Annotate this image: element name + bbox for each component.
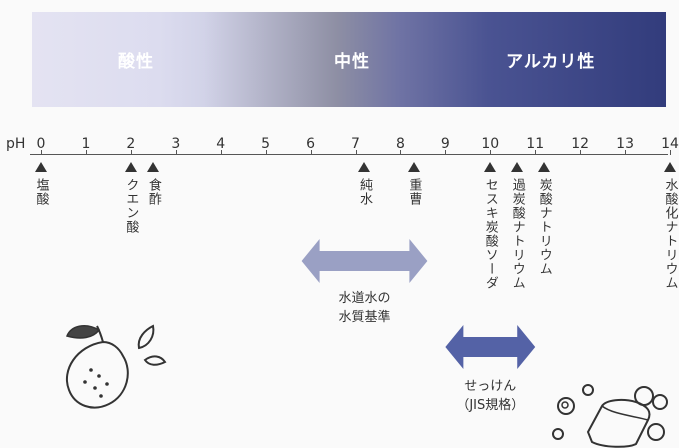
tick-mark-0 (41, 150, 42, 155)
substance-label: 食酢 (145, 178, 161, 206)
marker-triangle (147, 162, 160, 172)
tick-label-9: 9 (440, 136, 450, 152)
tick-label-7: 7 (351, 136, 360, 152)
range-caption-line1: せっけん (464, 379, 517, 394)
range-arrow (301, 239, 428, 283)
marker-triangle (664, 162, 677, 172)
marker-triangle (124, 162, 137, 172)
range-caption: 水道水の水質基準 (338, 290, 390, 328)
tick-label-5: 5 (261, 136, 271, 152)
tick-label-14: 14 (661, 136, 679, 152)
tick-label-8: 8 (395, 136, 405, 152)
tick-mark-7 (355, 150, 357, 155)
soap-bubbles-icon (552, 384, 668, 448)
tick-label-3: 3 (171, 136, 181, 152)
range-caption-line1: 水道水の (338, 291, 391, 306)
tick-mark-8 (400, 150, 402, 155)
tick-label-11: 11 (526, 136, 545, 152)
tick-mark-11 (535, 150, 537, 155)
tick-mark-1 (85, 150, 87, 155)
marker-triangle (538, 162, 551, 172)
tick-label-12: 12 (571, 136, 590, 152)
tick-mark-2 (130, 150, 132, 155)
tick-mark-4 (220, 150, 222, 155)
axis-label-ph: pH (6, 136, 26, 152)
tick-mark-10 (490, 150, 492, 155)
marker-triangle (484, 162, 497, 172)
ph-axis-line (30, 154, 668, 155)
marker-triangle (407, 162, 420, 172)
zone-label-neutral: 中性 (334, 52, 370, 72)
tick-mark-9 (445, 150, 447, 155)
tick-label-2: 2 (126, 136, 136, 152)
substance-label: 純水 (356, 178, 372, 206)
tick-label-6: 6 (306, 136, 316, 152)
tick-mark-3 (175, 150, 177, 155)
range-arrow (445, 325, 536, 369)
substance-label: クエン酸 (123, 178, 139, 234)
zone-label-alkaline: アルカリ性 (506, 52, 596, 72)
tick-label-1: 1 (81, 136, 91, 152)
tick-label-4: 4 (216, 136, 226, 152)
tick-mark-6 (310, 150, 312, 155)
range-caption: せっけん （JIS規格） (456, 378, 524, 416)
zone-label-acid: 酸性 (118, 52, 154, 72)
marker-triangle (358, 162, 371, 172)
substance-label: 水酸化ナトリウム (662, 178, 678, 290)
marker-triangle (35, 162, 47, 172)
range-caption-line2: 水質基準 (338, 309, 391, 325)
tick-label-0: 0 (36, 136, 46, 152)
substance-label: 過炭酸ナトリウム (509, 178, 525, 290)
tick-label-10: 10 (481, 136, 500, 152)
tick-mark-14 (670, 150, 672, 155)
tick-mark-13 (625, 150, 627, 155)
tick-mark-5 (265, 150, 267, 155)
range-caption-line2: （JIS規格） (456, 397, 525, 413)
ph-gradient-band (32, 12, 666, 107)
substance-label: 炭酸ナトリウム (536, 178, 552, 276)
substance-label: 塩酸 (33, 178, 49, 206)
substance-label: 重曹 (406, 178, 422, 206)
tick-label-13: 13 (616, 136, 634, 152)
tick-mark-12 (580, 150, 582, 155)
lemon-icon (65, 324, 167, 409)
marker-triangle (511, 162, 524, 172)
substance-label: セスキ炭酸ソーダ (482, 178, 498, 290)
